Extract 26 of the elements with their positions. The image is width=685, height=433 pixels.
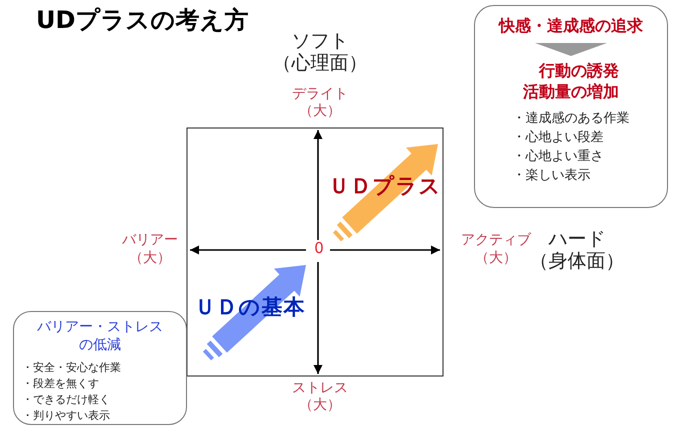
rounded-box (474, 5, 668, 208)
axis-label: デライト (292, 86, 348, 102)
axis-label: （身体面） (530, 251, 624, 273)
axis-label: （大） (129, 250, 171, 266)
bullet-item: ・楽しい表示 (512, 166, 590, 185)
bullet-item: ・できるだけ軽く (22, 392, 110, 408)
bullet-item: ・判りやすい表示 (22, 408, 110, 424)
axis-label: ハード (548, 229, 606, 251)
bullet-item: ・心地よい段差 (512, 129, 604, 148)
axis-label: （大） (299, 397, 341, 414)
bullet-item: ・安全・安心な作業 (22, 360, 121, 376)
bullet-item: ・達成感のある作業 (512, 110, 630, 128)
rounded-box (13, 311, 187, 425)
axis-label: （大） (475, 250, 517, 266)
box-heading: 快感・達成感の追求 (497, 16, 644, 37)
axis-label: ソフト (292, 31, 348, 53)
box-heading: 行動の誘発活動量の増加 (522, 60, 620, 102)
axis-label: （大） (299, 103, 341, 120)
bullet-item: ・心地よい重さ (512, 148, 604, 166)
axis-label: （心理面） (272, 53, 368, 75)
bullet-item: ・段差を無くす (22, 376, 99, 392)
title: UDプラスの考え方 (36, 5, 248, 36)
axis-label: アクティブ (461, 232, 531, 248)
axis-label: ストレス (292, 380, 348, 396)
box-heading: バリアー・ストレスの低減 (36, 318, 164, 354)
axis-label: バリアー (122, 232, 178, 248)
